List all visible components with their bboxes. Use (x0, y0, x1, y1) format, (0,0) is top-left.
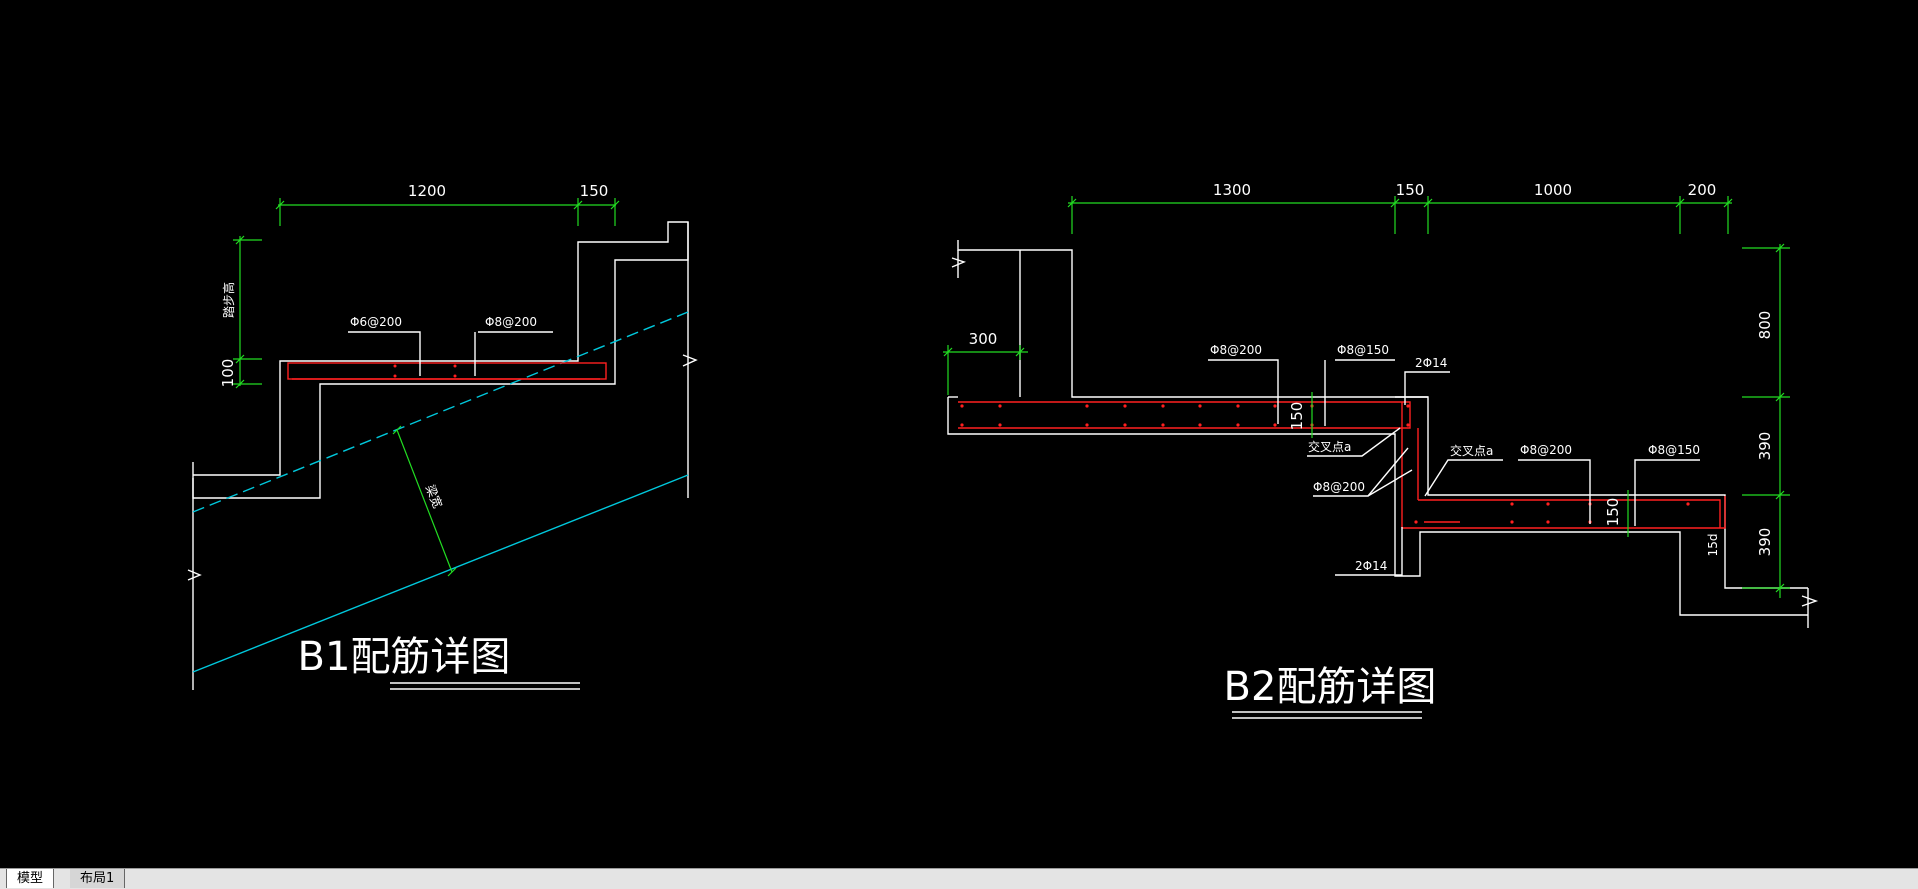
b1-dim-1200: 1200 (408, 182, 446, 200)
b1-break-right (682, 354, 698, 367)
b1-detail: 1200 150 踏步高 100 梁宽 Φ6@200 Φ8@200 B1配筋详图 (187, 182, 698, 690)
b1-rebar-frame (287, 362, 607, 380)
b2-leader-i (1335, 527, 1403, 576)
b2-rebar-slab1 (958, 401, 1411, 429)
b2-break-left (951, 257, 966, 268)
b1-dim-100: 100 (219, 359, 237, 388)
b2-rebar-d: 交叉点a (1308, 439, 1351, 454)
b2-leader-c (1404, 371, 1450, 405)
b1-dim-150: 150 (580, 182, 609, 200)
b2-rebar-e: Φ8@200 (1313, 480, 1365, 494)
b2-rebar-h: Φ8@150 (1648, 443, 1700, 457)
b2-dim-150: 150 (1396, 181, 1425, 199)
tab-model[interactable]: 模型 (6, 869, 55, 888)
b1-slope-dashed (192, 311, 689, 513)
tab-layout1[interactable]: 布局1 (70, 869, 126, 888)
b2-leader-d (1307, 427, 1401, 457)
b1-rebar-a: Φ6@200 (350, 315, 402, 329)
b2-leader-h (1634, 459, 1700, 526)
b2-break-right (1801, 595, 1819, 607)
b2-leader-g (1518, 459, 1591, 524)
b2-outline-bottom (947, 397, 1808, 616)
b1-leader-a (348, 331, 421, 376)
b2-rebar-f: 交叉点a (1450, 443, 1493, 458)
b1-dim-step: 踏步高 (221, 282, 236, 318)
b2-leader-e2 (1367, 469, 1413, 497)
b2-dim-150a: 150 (1288, 402, 1306, 431)
b2-rebar-dots (960, 404, 1690, 524)
b1-title: B1配筋详图 (298, 634, 511, 680)
layout-tab-bar: 模型 布局1 (0, 868, 1918, 889)
b1-slope (192, 474, 689, 673)
b2-dim-390b: 390 (1756, 528, 1774, 557)
b2-dim-390a: 390 (1756, 432, 1774, 461)
b1-rebar-b: Φ8@200 (485, 315, 537, 329)
b2-rebar-i: 2Φ14 (1355, 559, 1387, 573)
b2-leader-a (1208, 359, 1279, 424)
b2-dim-1000: 1000 (1534, 181, 1572, 199)
b2-dim-150b: 150 (1604, 498, 1622, 527)
b1-break-left (187, 569, 202, 581)
drawing-canvas[interactable]: 1200 150 踏步高 100 梁宽 Φ6@200 Φ8@200 B1配筋详图 (0, 0, 1918, 868)
b1-outline (192, 221, 689, 499)
b2-dim-800: 800 (1756, 311, 1774, 340)
b2-rebar-slab2-top (1418, 499, 1721, 528)
cad-drawing: 1200 150 踏步高 100 梁宽 Φ6@200 Φ8@200 B1配筋详图 (187, 181, 1819, 719)
b1-thick-dim (396, 429, 453, 573)
b2-rebar-slab2-bottom (1402, 496, 1726, 529)
b2-rebar-a: Φ8@200 (1210, 343, 1262, 357)
b2-dim-1300: 1300 (1213, 181, 1251, 199)
b2-dim-300: 300 (969, 330, 998, 348)
b2-rebar-b: Φ8@150 (1337, 343, 1389, 357)
b2-leader-f (1424, 459, 1503, 497)
b2-title: B2配筋详图 (1224, 664, 1437, 710)
b1-rebar-dots (393, 364, 457, 378)
b2-rebar-g: Φ8@200 (1520, 443, 1572, 457)
b2-dim-15d: 15d (1706, 534, 1720, 557)
b2-dim-200: 200 (1688, 181, 1717, 199)
b2-rebar-c: 2Φ14 (1415, 356, 1447, 370)
b2-detail: 1300 150 1000 200 300 800 390 390 150 15… (943, 181, 1819, 719)
